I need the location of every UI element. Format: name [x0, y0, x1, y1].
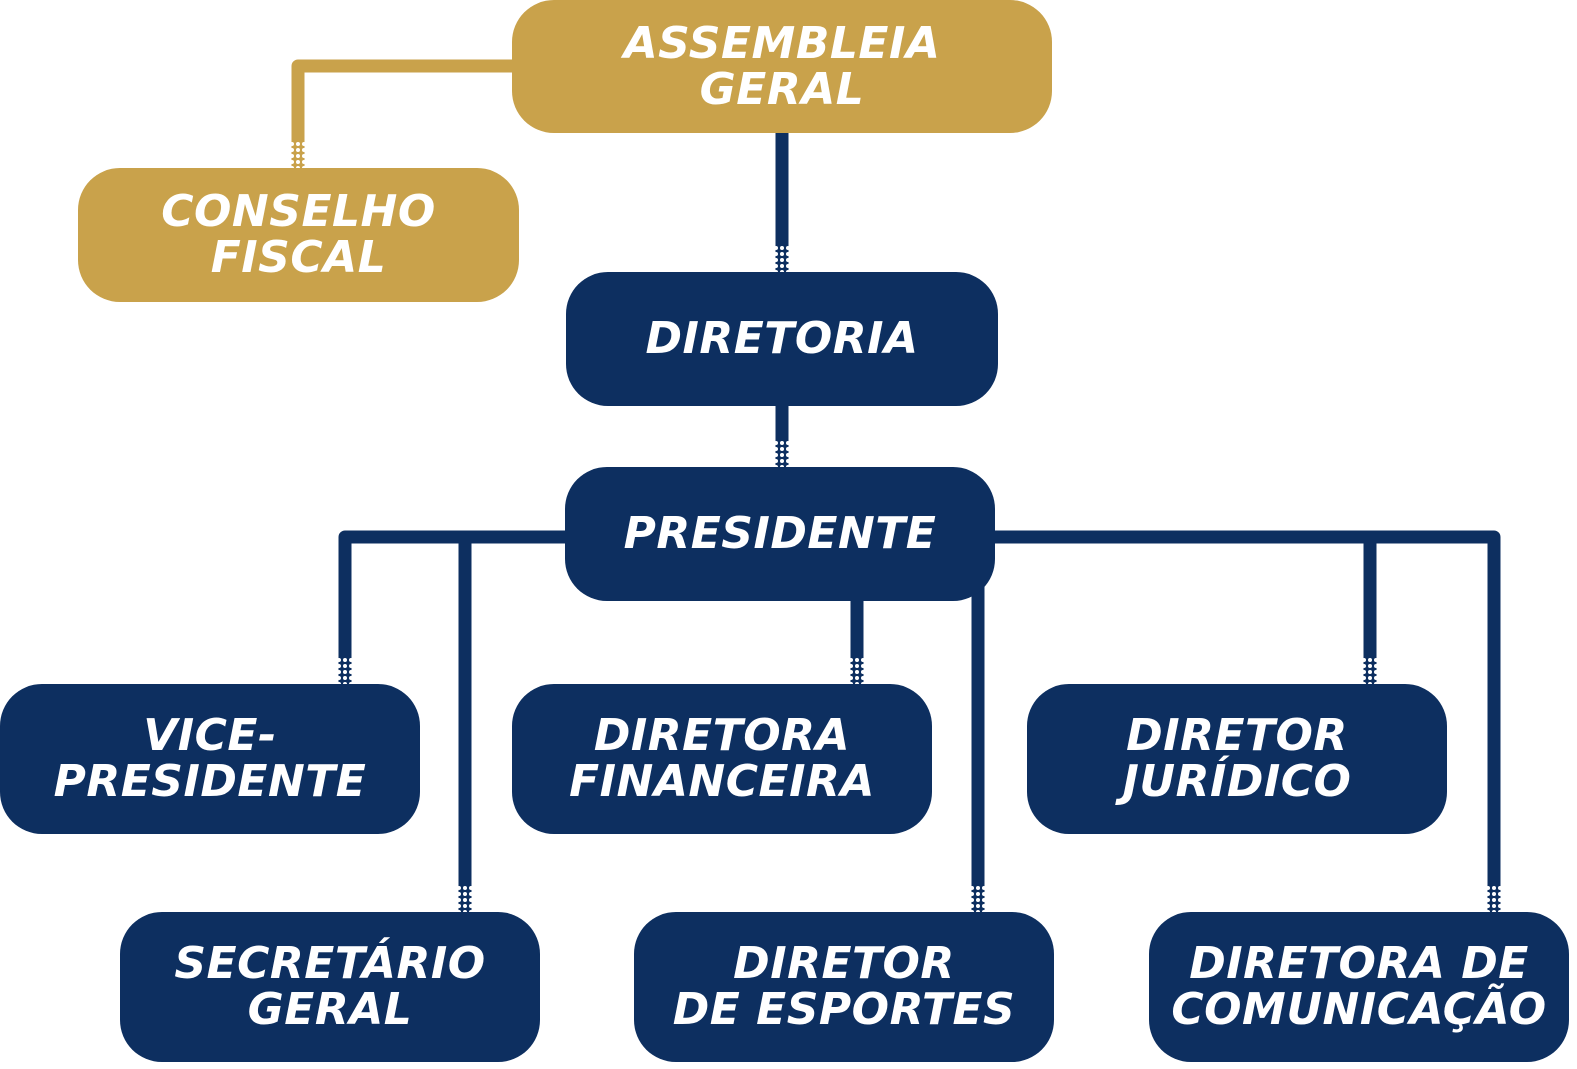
- node-label-line: PRESIDENTE: [623, 508, 937, 559]
- connector-assembleia-conselho: [291, 59, 512, 168]
- node-label-line: DE ESPORTES: [672, 984, 1016, 1035]
- node-conselho-fiscal: CONSELHO FISCAL: [78, 168, 519, 302]
- node-label-line: FINANCEIRA: [569, 756, 875, 807]
- node-label-line: VICE-: [143, 710, 277, 761]
- node-label-line: DIRETORA DE: [1189, 938, 1529, 989]
- node-label-line: GERAL: [247, 984, 413, 1035]
- node-label-line: DIRETORA: [593, 710, 851, 761]
- node-diretor-de-esportes: DIRETOR DE ESPORTES: [634, 912, 1054, 1062]
- node-diretora-de-comunicacao: DIRETORA DE COMUNICAÇÃO: [1149, 912, 1569, 1062]
- node-label-line: DIRETORIA: [645, 313, 919, 364]
- node-label-line: ASSEMBLEIA: [623, 17, 941, 69]
- node-label-line: DIRETOR: [733, 938, 955, 989]
- node-label-line: PRESIDENTE: [53, 756, 367, 807]
- node-diretora-financeira: DIRETORA FINANCEIRA: [512, 684, 932, 834]
- connector-presidente-vice: [338, 530, 565, 684]
- node-label-line: DIRETOR: [1126, 710, 1348, 761]
- node-assembleia-geral: ASSEMBLEIA GERAL: [512, 0, 1052, 133]
- node-secretario-geral: SECRETÁRIO GERAL: [120, 912, 540, 1062]
- connector-presidente-comunicacao: [993, 530, 1501, 912]
- node-vice-presidente: VICE- PRESIDENTE: [0, 684, 420, 834]
- node-label-line: JURÍDICO: [1122, 756, 1352, 807]
- node-label-line: COMUNICAÇÃO: [1171, 984, 1547, 1035]
- node-label-line: CONSELHO: [161, 186, 436, 237]
- node-diretor-juridico: DIRETOR JURÍDICO: [1027, 684, 1447, 834]
- node-presidente: PRESIDENTE: [565, 467, 995, 601]
- node-label-line: FISCAL: [210, 232, 387, 283]
- node-diretoria: DIRETORIA: [566, 272, 998, 406]
- node-label-line: SECRETÁRIO: [174, 938, 486, 989]
- node-label-line: GERAL: [699, 63, 865, 115]
